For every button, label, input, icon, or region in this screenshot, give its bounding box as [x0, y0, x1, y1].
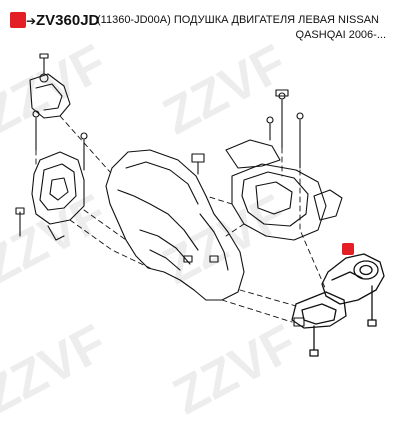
arrow-icon: ➔ — [26, 14, 37, 28]
part-marker-icon — [342, 243, 354, 255]
assembly-lines — [35, 115, 327, 323]
left-bracket-assembly — [15, 53, 88, 241]
engine-block-outline — [105, 149, 245, 301]
engine-mount-diagram — [15, 53, 385, 357]
part-description: (11360-JD00A) ПОДУШКА ДВИГАТЕЛЯ ЛЕВАЯ NI… — [97, 14, 379, 26]
fasteners — [183, 255, 305, 327]
part-marker-icon — [10, 12, 26, 28]
engine-mount-part — [291, 253, 385, 357]
part-description-continued: QASHQAI 2006-... — [295, 29, 386, 41]
center-bracket-assembly — [191, 89, 343, 241]
header: ➔ ZV360JD (11360-JD00A) ПОДУШКА ДВИГАТЕЛ… — [0, 0, 400, 41]
part-code: ZV360JD — [36, 12, 100, 29]
